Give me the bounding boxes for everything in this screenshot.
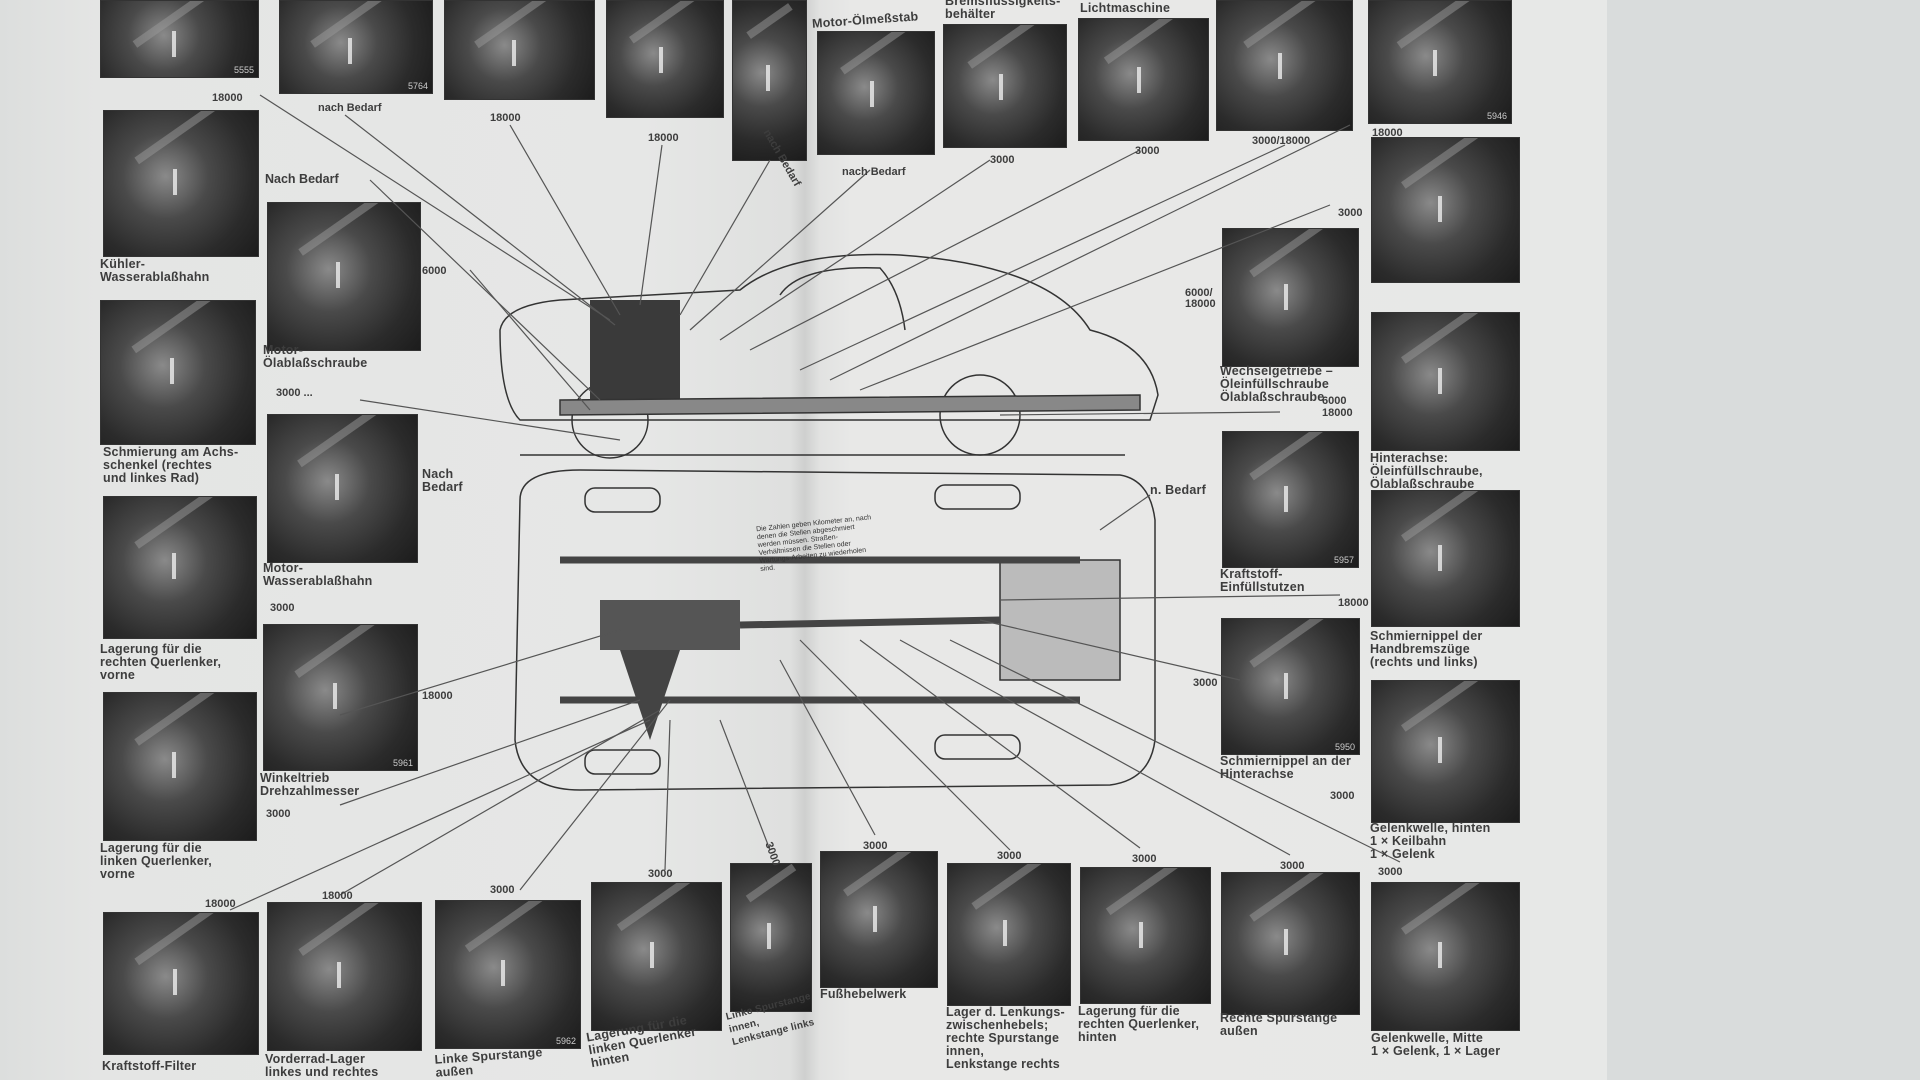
label-as-needed-short: n. Bedarf: [1150, 483, 1206, 497]
interval: 3000 ...: [276, 387, 313, 399]
photo-left-tie-rod-inner: [730, 863, 812, 1012]
photo-oil-dipstick: [817, 31, 935, 155]
interval: 18000: [212, 92, 243, 104]
label-left-wishbone-front: Lagerung für die linken Querlenker, vorn…: [100, 841, 212, 881]
car-side-view: [499, 253, 1159, 459]
interval: 3000: [490, 884, 515, 896]
interval: nach Bedarf: [318, 102, 382, 114]
photo-number: 5961: [392, 758, 413, 768]
photo-tacho-drive: 5961: [263, 624, 418, 771]
label-fuel-filler: Kraftstoff- Einfüllstutzen: [1220, 567, 1305, 594]
car-lubrication-diagram: [229, 94, 1401, 911]
car-top-view: [514, 469, 1156, 791]
photo-brake-fluid: [943, 24, 1067, 148]
photo-engine-water-drain: [267, 414, 418, 563]
photo-left-wishbone-front: [103, 692, 257, 841]
interval: 18000: [490, 112, 521, 124]
interval: 3000: [1378, 866, 1403, 878]
label-steering-knuckle: Schmierung am Achs- schenkel (rechtes un…: [103, 445, 239, 485]
photo-fuel-filter: [103, 912, 259, 1055]
photo-right-tie-rod-outer: [1221, 872, 1360, 1015]
interval: 3000: [1132, 853, 1157, 865]
label-right-tie-rod-outer: Rechte Spurstange außen: [1220, 1011, 1338, 1038]
photo-top-1: 5555: [100, 0, 259, 78]
label-brake-fluid: Bremsflüssigkeits- behälter: [945, 0, 1061, 21]
manual-page-spread: 5555 5764 5946 5961 5962 5957 5950: [0, 0, 1607, 1080]
photo-left-tie-rod-outer: 5962: [435, 900, 581, 1049]
photo-top-3: [444, 0, 595, 100]
photo-number: 5950: [1334, 742, 1355, 752]
photo-radiator-drain: [103, 110, 259, 257]
photo-number: 5962: [555, 1036, 576, 1046]
interval: 3000: [648, 868, 673, 880]
photo-fuel-filler: 5957: [1222, 431, 1359, 568]
interval: 6000: [422, 265, 447, 277]
interval: 3000: [270, 602, 295, 614]
leader-lines: [229, 94, 1401, 911]
label-rear-axle: Hinterachse: Öleinfüllschraube, Ölablaßs…: [1370, 451, 1483, 491]
label-propshaft-rear: Gelenkwelle, hinten 1 × Keilbahn 1 × Gel…: [1370, 821, 1491, 861]
label-steering-idler: Lager d. Lenkungs- zwischenhebels; recht…: [946, 1005, 1065, 1071]
interval: 18000: [205, 898, 236, 910]
photo-top-2: 5764: [279, 0, 433, 94]
photo-steering-knuckle: [100, 300, 256, 445]
interval: 3000: [266, 808, 291, 820]
photo-oil-drain-plug: [267, 202, 421, 351]
label-tacho-drive: Winkeltrieb Drehzahlmesser: [260, 771, 360, 798]
label-rear-axle-nipple: Schmiernippel an der Hinterachse: [1220, 754, 1352, 781]
label-as-needed: Nach Bedarf: [422, 467, 463, 494]
interval: 3000: [990, 154, 1015, 166]
interval: 3000/18000: [1252, 135, 1311, 147]
label-handbrake-cables: Schmiernippel der Handbremszüge (rechts …: [1370, 629, 1483, 669]
photo-rear-axle-nipple: 5950: [1221, 618, 1360, 755]
photo-number: 5555: [233, 65, 254, 75]
photo-gearbox: [1222, 228, 1359, 367]
photo-number: 5957: [1333, 555, 1354, 565]
interval: nach Bedarf: [842, 166, 906, 178]
photo-propshaft-rear: [1371, 680, 1520, 823]
photo-steering-idler: [947, 863, 1071, 1006]
interval: 18000: [648, 132, 679, 144]
photo-rear-axle: [1371, 312, 1520, 451]
label-engine-water-drain: Motor- Wasserablaßhahn: [263, 561, 373, 588]
photo-number: 5764: [407, 81, 428, 91]
label-front-wheel-bearing: Vorderrad-Lager linkes und rechtes: [265, 1052, 379, 1079]
interval: 3000: [1338, 207, 1363, 219]
label-propshaft-middle: Gelenkwelle, Mitte 1 × Gelenk, 1 × Lager: [1371, 1031, 1501, 1058]
photo-generator: [1078, 18, 1209, 141]
photo-front-wheel-bearing: [267, 902, 422, 1051]
photo-right-wishbone-front: [103, 496, 257, 639]
photo-right-upper: [1371, 137, 1520, 283]
interval: 3000: [1193, 677, 1218, 689]
interval: 6000/ 18000: [1185, 287, 1216, 310]
interval: 18000: [322, 890, 353, 902]
label-radiator-drain: Kühler- Wasserablaßhahn: [100, 257, 210, 284]
interval: 3000: [1330, 790, 1355, 802]
label-gearbox: Wechselgetriebe – Öleinfüllschraube Ölab…: [1220, 364, 1333, 404]
label-generator: Lichtmaschine: [1080, 1, 1171, 15]
photo-pedal-gear: [820, 851, 938, 988]
photo-propshaft-middle: [1371, 882, 1520, 1031]
photo-top-4: [606, 0, 724, 118]
interval: 3000: [997, 850, 1022, 862]
interval: 6000 18000: [1322, 395, 1353, 419]
interval: Nach Bedarf: [265, 172, 339, 186]
interval: 18000: [1338, 597, 1369, 609]
photo-left-wishbone-rear: [591, 882, 722, 1031]
photo-number: 5946: [1486, 111, 1507, 121]
photo-top-10: 5946: [1368, 0, 1512, 124]
interval: 3000: [863, 840, 888, 852]
photo-handbrake-cables: [1371, 490, 1520, 627]
interval: 3000: [1135, 145, 1160, 157]
interval: 18000: [422, 690, 453, 702]
photo-top-9: [1216, 0, 1353, 131]
label-fuel-filter: Kraftstoff-Filter: [102, 1059, 197, 1073]
label-oil-drain-plug: Motor- Ölablaßschraube: [263, 343, 368, 370]
interval: 18000: [1372, 127, 1403, 139]
interval: 3000: [1280, 860, 1305, 872]
photo-right-wishbone-rear: [1080, 867, 1211, 1004]
label-right-wishbone-front: Lagerung für die rechten Querlenker, vor…: [100, 642, 222, 682]
label-right-wishbone-rear: Lagerung für die rechten Querlenker, hin…: [1078, 1004, 1200, 1044]
label-pedal-gear: Fußhebelwerk: [820, 987, 907, 1001]
